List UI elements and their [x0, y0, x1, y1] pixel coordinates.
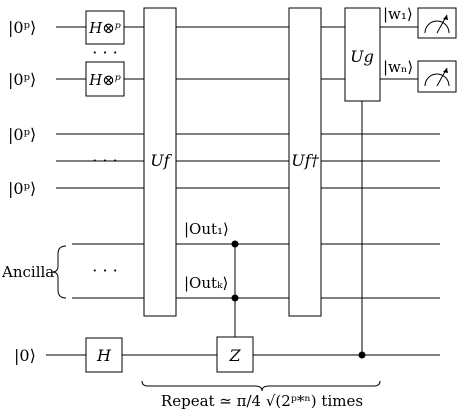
gates — [85, 7, 381, 373]
gate-label-ug: Ug — [350, 47, 374, 66]
oracle-uf-gate — [143, 7, 177, 317]
gate-label-hadamard-p: H⊗ᵖ — [88, 71, 121, 89]
ellipsis: · · · — [92, 261, 117, 280]
ellipsis: · · · — [92, 151, 117, 170]
control-dots — [231, 240, 366, 359]
gate-label-z: Z — [228, 346, 241, 365]
labels: |0ᵖ⟩ |0ᵖ⟩ |0ᵖ⟩ |0ᵖ⟩ Ancilla |0⟩ H⊗ᵖ H⊗ᵖ … — [1, 5, 413, 410]
ellipsis: · · · — [92, 43, 117, 62]
gate-label-hadamard: H — [96, 346, 112, 365]
measurements — [417, 7, 457, 93]
output-label: |Outₖ⟩ — [184, 274, 228, 292]
z-gate — [216, 336, 254, 373]
meter-icon — [417, 60, 457, 93]
gate-label-hadamard-p: H⊗ᵖ — [88, 19, 121, 37]
ug-gate — [344, 7, 381, 102]
ancilla-brace — [51, 245, 67, 299]
result-label: |w₁⟩ — [383, 5, 413, 23]
qubit-label: |0ᵖ⟩ — [8, 125, 36, 144]
control-dot-out-k — [231, 294, 239, 302]
hadamard-p-gate-2 — [85, 61, 125, 97]
hadamard-p-gate-1 — [85, 10, 125, 45]
gate-label-uf: Uf — [150, 151, 172, 170]
repeat-caption: Repeat ≃ π/4 √(2ᵖ*ⁿ) times — [161, 392, 363, 410]
result-label: |wₙ⟩ — [383, 58, 413, 76]
gate-label-uf-inverse: Uf† — [291, 151, 319, 170]
meter-icon — [417, 7, 457, 39]
qubit-label: |0ᵖ⟩ — [8, 179, 36, 198]
qubit-label: |0ᵖ⟩ — [8, 18, 36, 37]
output-label: |Out₁⟩ — [184, 220, 229, 238]
qubit-label: |0ᵖ⟩ — [8, 70, 36, 89]
control-dot-out-1 — [231, 240, 239, 248]
repeat-brace — [141, 380, 381, 392]
hadamard-gate — [85, 337, 123, 373]
oracle-uf-inverse-gate — [288, 7, 322, 317]
control-dot-ug — [358, 351, 366, 359]
control-lines — [234, 101, 363, 355]
qubit-label: |0⟩ — [14, 346, 36, 365]
ancilla-label: Ancilla — [1, 263, 54, 281]
